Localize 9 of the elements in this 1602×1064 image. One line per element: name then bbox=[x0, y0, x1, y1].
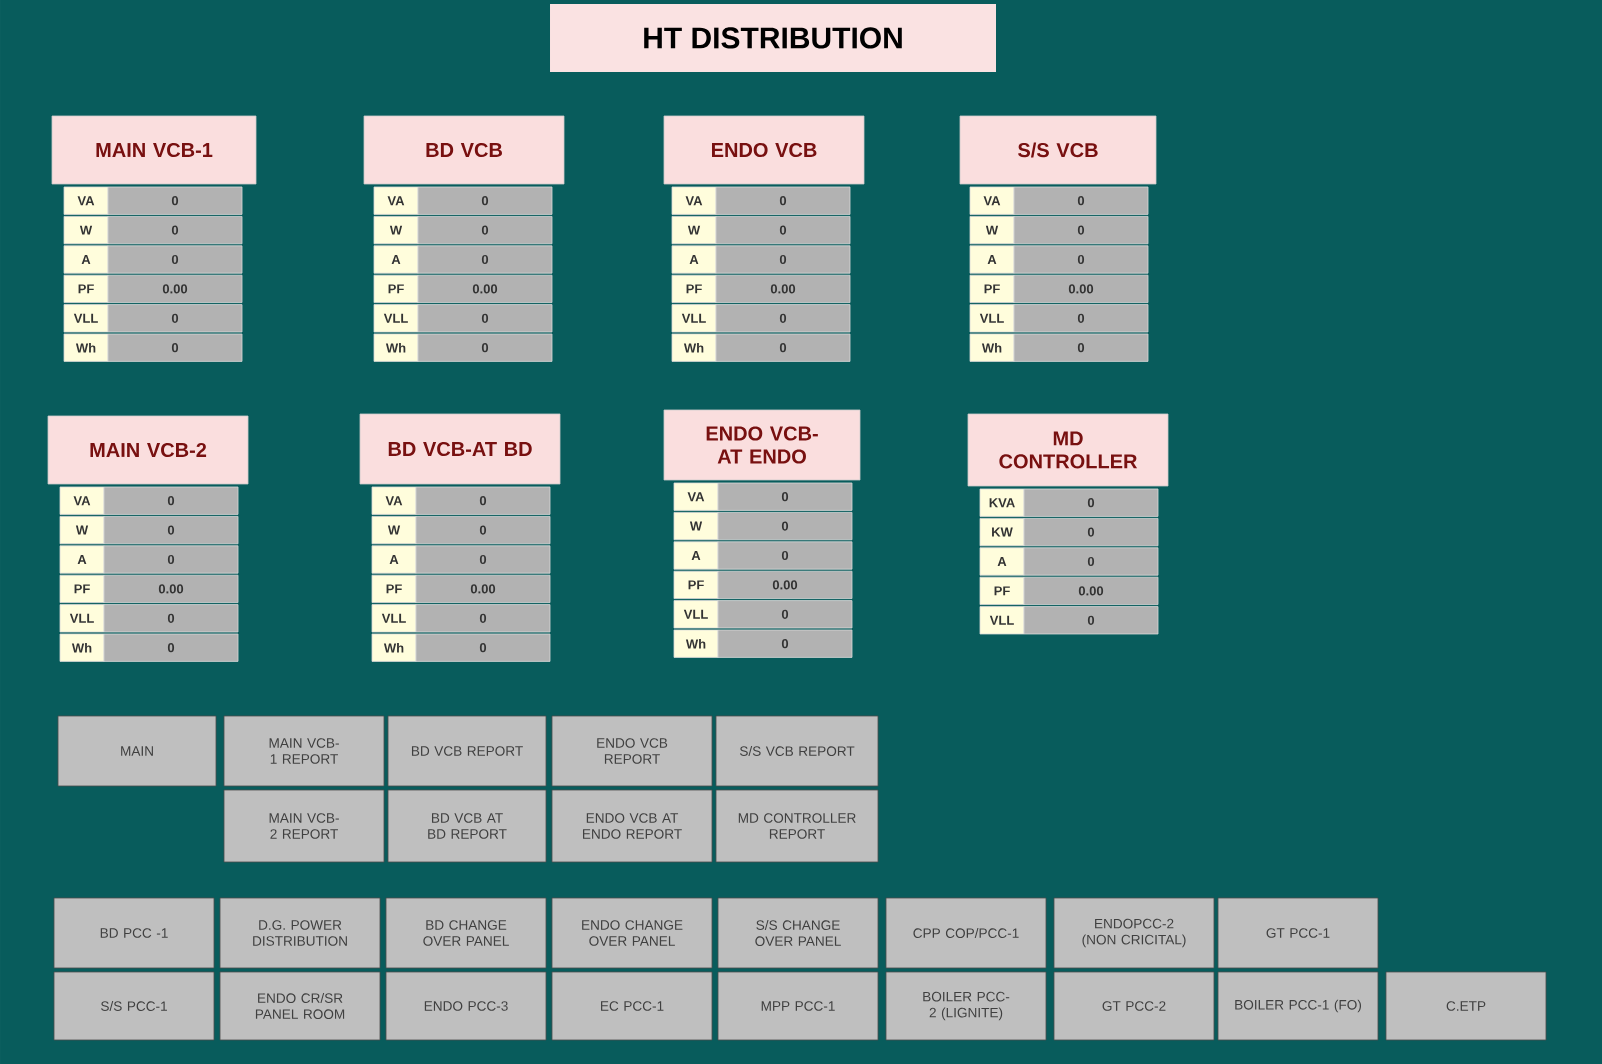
panel-header: S/S VCB bbox=[959, 115, 1157, 185]
panel-header: MAIN VCB-1 bbox=[51, 115, 257, 185]
panel-header: ENDO VCB-AT ENDO bbox=[663, 409, 861, 481]
panel-header: BD VCB-AT BD bbox=[359, 413, 561, 485]
panel-header: MD CONTROLLER bbox=[967, 413, 1169, 487]
panel-header: MAIN VCB-2 bbox=[47, 415, 249, 485]
panel-header: BD VCB bbox=[363, 115, 565, 185]
panel-header: ENDO VCB bbox=[663, 115, 865, 185]
page-title: HT DISTRIBUTION bbox=[550, 4, 996, 72]
